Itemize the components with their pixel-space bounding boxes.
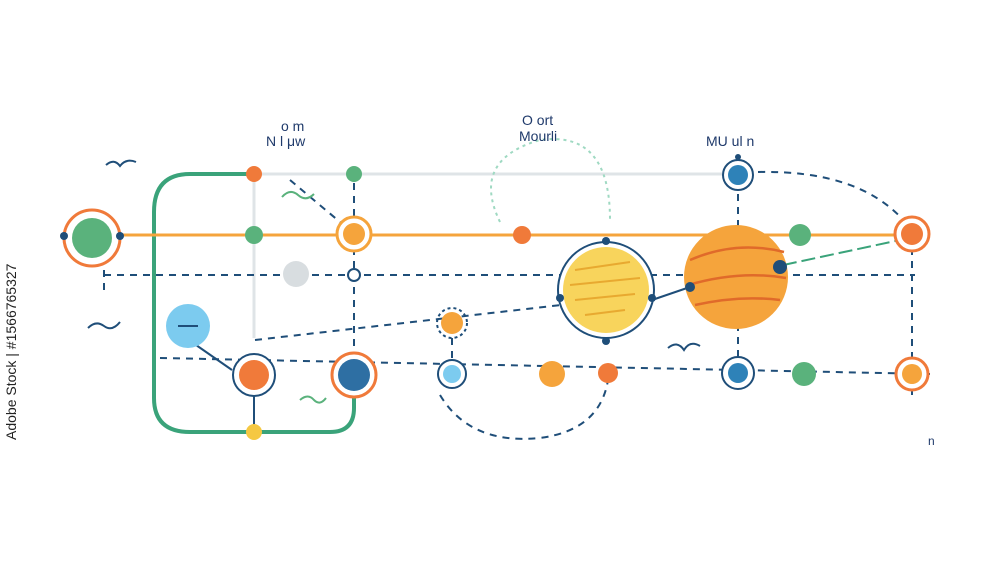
label-mid-bottom: Mourli (519, 128, 558, 144)
node-yellow-bottom (246, 424, 262, 440)
frame-outline (152, 172, 356, 434)
node-orange-bottom-mid (598, 363, 618, 383)
link-2 (651, 286, 691, 301)
dashed-arc-bottom (439, 379, 609, 440)
label-mid-top: O ort (522, 112, 554, 128)
bird-icon (105, 159, 137, 168)
watermark-text: Adobe Stock | #1566765327 (3, 263, 19, 440)
node-hollow (347, 268, 361, 282)
wave-icon (281, 191, 315, 200)
wave-icon (87, 321, 121, 330)
node-orange-main (513, 226, 531, 244)
node-gear (436, 307, 468, 339)
label-left-bottom: N l μw (266, 133, 306, 149)
label-right: MU ul n (706, 133, 755, 149)
node-green-mid (245, 226, 263, 244)
node-green-right (789, 224, 811, 246)
node-green-top (346, 166, 362, 182)
planet-orange (684, 225, 788, 329)
wave-icon (299, 395, 327, 404)
node-gray (283, 261, 309, 287)
planet-yellow (556, 237, 656, 345)
dashed-arc-right (757, 170, 906, 223)
link-1 (195, 344, 233, 371)
dashed-link (289, 179, 341, 223)
dashed-diagonal (254, 299, 606, 341)
bird-icon (667, 342, 701, 352)
node-green-bottom-right (792, 362, 816, 386)
node-yellow-bottom-mid (539, 361, 565, 387)
teal-link (689, 239, 901, 286)
dotted-orbit-arc (490, 138, 611, 223)
label-left-top: o m (281, 118, 305, 134)
node-orange-top (246, 166, 262, 182)
label-corner: n (928, 434, 935, 448)
